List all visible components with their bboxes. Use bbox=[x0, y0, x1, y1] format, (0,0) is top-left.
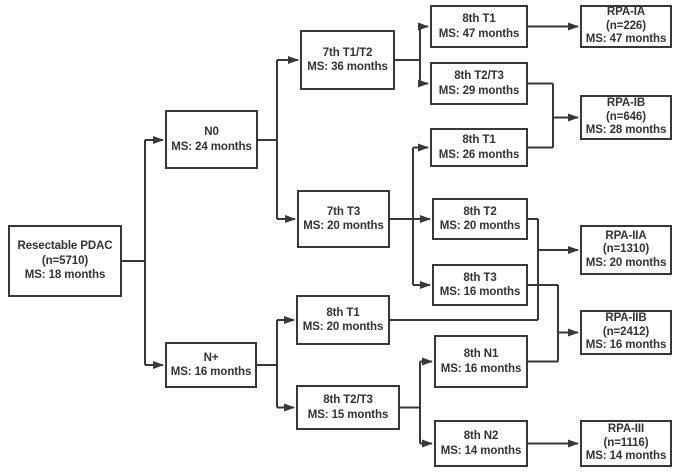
node-text-line: (n=1310) bbox=[602, 243, 650, 256]
node-text-line: 8th T1 bbox=[462, 13, 496, 25]
node-text-line: 8th T1 bbox=[326, 306, 360, 319]
node-7th-t3: 7th T3 MS: 20 months bbox=[297, 190, 390, 248]
node-resectable-pdac: Resectable PDAC (n=5710) MS: 18 months bbox=[8, 225, 122, 297]
node-text-line: MS: 29 months bbox=[438, 84, 520, 97]
node-8th-t1-20mo: 8th T1 MS: 20 months bbox=[296, 295, 390, 345]
node-7th-t1-t2: 7th T1/T2 MS: 36 months bbox=[300, 30, 395, 90]
node-rpa-iii: RPA-III (n=1116) MS: 14 months bbox=[580, 420, 672, 467]
node-text-line: MS: 36 months bbox=[307, 61, 388, 73]
node-text-line: MS: 20 months bbox=[303, 220, 384, 232]
node-text-line: RPA-IIB bbox=[605, 312, 647, 325]
node-text-line: N+ bbox=[203, 351, 219, 364]
node-text-line: MS: 26 months bbox=[438, 148, 520, 161]
node-text-line: MS: 20 months bbox=[439, 220, 521, 232]
node-n-plus: N+ MS: 16 months bbox=[165, 342, 257, 388]
node-text-line: (n=5710) bbox=[41, 254, 89, 267]
node-text-line: 7th T3 bbox=[326, 205, 361, 218]
node-text-line: MS: 20 months bbox=[585, 256, 667, 269]
node-rpa-iib: RPA-IIB (n=2412) MS: 16 months bbox=[580, 310, 672, 355]
node-text-line: MS: 20 months bbox=[302, 321, 384, 333]
node-text-line: (n=226) bbox=[606, 19, 646, 32]
node-8th-t1-47mo: 8th T1 MS: 47 months bbox=[430, 5, 528, 48]
node-text-line: 8th T2 bbox=[463, 205, 497, 218]
node-text-line: MS: 28 months bbox=[585, 124, 667, 137]
node-text-line: 8th N1 bbox=[463, 348, 499, 360]
node-text-line: MS: 14 months bbox=[440, 444, 522, 457]
node-8th-t2-t3-29mo: 8th T2/T3 MS: 29 months bbox=[430, 62, 528, 105]
node-text-line: 8th N2 bbox=[463, 430, 499, 442]
node-8th-t3-16mo: 8th T3 MS: 16 months bbox=[432, 264, 528, 306]
node-8th-n2: 8th N2 MS: 14 months bbox=[434, 420, 528, 467]
node-text-line: MS: 16 months bbox=[585, 339, 667, 352]
connector-segments bbox=[122, 26, 559, 444]
node-text-line: Resectable PDAC bbox=[17, 240, 113, 253]
node-8th-n1: 8th N1 MS: 16 months bbox=[434, 335, 528, 388]
node-text-line: MS: 47 months bbox=[585, 33, 667, 46]
node-text-line: MS: 16 months bbox=[439, 286, 521, 298]
node-rpa-ia: RPA-IA (n=226) MS: 47 months bbox=[580, 5, 672, 48]
node-8th-t1-26mo: 8th T1 MS: 26 months bbox=[430, 128, 528, 167]
node-text-line: N0 bbox=[204, 126, 219, 138]
node-8th-t2-t3-15mo: 8th T2/T3 MS: 15 months bbox=[296, 385, 400, 430]
node-text-line: RPA-III bbox=[607, 423, 645, 436]
node-n0: N0 MS: 24 months bbox=[165, 110, 258, 169]
node-text-line: 8th T3 bbox=[463, 271, 497, 284]
node-rpa-iia: RPA-IIA (n=1310) MS: 20 months bbox=[580, 225, 672, 275]
node-text-line: RPA-IA bbox=[606, 6, 646, 19]
node-text-line: RPA-IB bbox=[606, 97, 646, 110]
node-text-line: MS: 14 months bbox=[585, 450, 667, 463]
node-text-line: MS: 18 months bbox=[24, 269, 106, 282]
node-text-line: 7th T1/T2 bbox=[322, 46, 373, 59]
node-text-line: MS: 16 months bbox=[170, 366, 252, 378]
node-rpa-ib: RPA-IB (n=646) MS: 28 months bbox=[580, 95, 672, 140]
node-8th-t2-20mo: 8th T2 MS: 20 months bbox=[432, 198, 528, 240]
node-text-line: 8th T2/T3 bbox=[323, 394, 373, 406]
node-text-line: 8th T2/T3 bbox=[454, 70, 504, 82]
node-text-line: MS: 16 months bbox=[440, 362, 522, 375]
node-text-line: (n=2412) bbox=[602, 325, 650, 338]
node-text-line: MS: 24 months bbox=[171, 140, 252, 153]
node-text-line: 8th T1 bbox=[462, 134, 496, 146]
node-text-line: MS: 47 months bbox=[438, 27, 520, 40]
node-text-line: (n=1116) bbox=[603, 436, 649, 449]
node-text-line: MS: 15 months bbox=[307, 408, 389, 421]
node-text-line: (n=646) bbox=[606, 110, 646, 123]
node-text-line: RPA-IIA bbox=[605, 229, 647, 242]
